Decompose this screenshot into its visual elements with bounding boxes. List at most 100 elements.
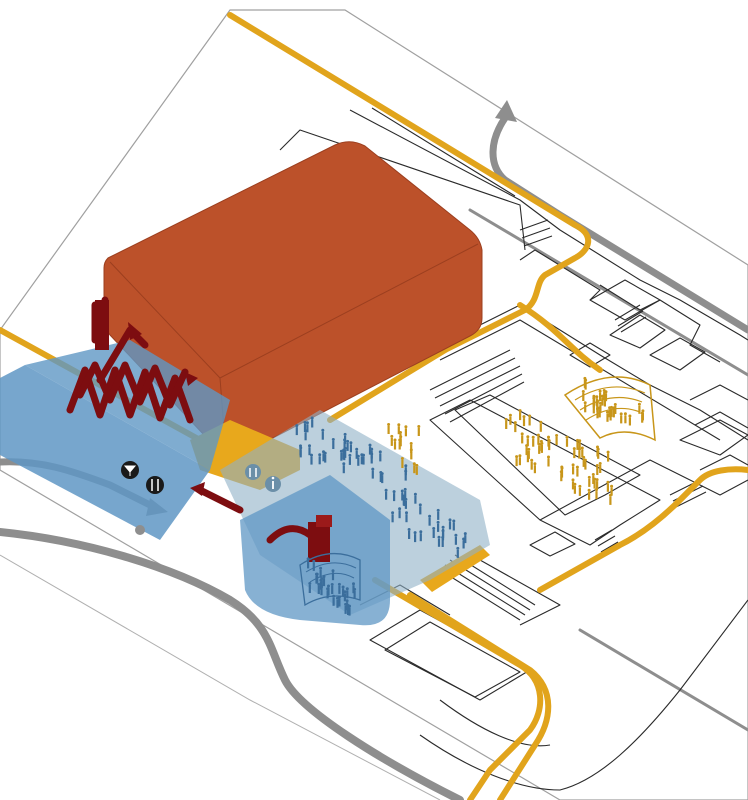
crowd-figure [317, 586, 320, 594]
crowd-figure [419, 533, 422, 542]
crowd-figure [592, 476, 595, 484]
crowd-figure-head [583, 376, 587, 380]
crowd-figure-head [587, 475, 591, 479]
crowd-figure [584, 461, 587, 470]
crowd-figure [464, 535, 467, 544]
crowd-figure [614, 406, 617, 414]
crowd-figure [620, 415, 623, 424]
crowd-figure [519, 412, 522, 421]
bollard-marker [135, 525, 145, 535]
crowd-figure [348, 456, 351, 465]
crowd-figure [527, 450, 530, 459]
crowd-figure-head [587, 488, 591, 492]
crowd-figure [312, 562, 315, 571]
crowd-figure-head [504, 418, 508, 421]
crowd-figure-head [456, 546, 460, 550]
crowd-figure [303, 424, 307, 432]
crowd-figure [448, 521, 452, 530]
crowd-figure-head [610, 484, 614, 488]
crowd-figure-head [362, 453, 365, 457]
crowd-figure-head [352, 582, 355, 586]
crowd-figure-head [608, 406, 612, 410]
crowd-figure [390, 437, 393, 446]
crowd-figure-head [452, 519, 456, 523]
crowd-figure-head [370, 447, 374, 451]
crowd-figure [607, 453, 610, 462]
crowd-figure [581, 449, 584, 458]
crowd-figure-head [370, 452, 374, 456]
crowd-figure [441, 539, 444, 547]
crowd-figure-head [531, 435, 535, 439]
crowd-figure [338, 598, 341, 607]
crowd-figure [393, 441, 397, 450]
crowd-figure-head [593, 477, 597, 481]
crowd-figure-head [436, 508, 440, 512]
crowd-figure-head [321, 428, 325, 432]
crowd-figure-head [312, 559, 316, 563]
crowd-figure [599, 392, 602, 401]
crowd-figure-head [387, 423, 391, 426]
crowd-figure [342, 588, 345, 597]
crowd-figure [299, 449, 302, 458]
crowd-figure-head [578, 439, 582, 443]
crowd-figure-head [623, 412, 627, 416]
crowd-figure-head [320, 577, 324, 581]
crowd-figure [387, 426, 390, 434]
crowd-figure-head [640, 411, 644, 415]
crowd-figure [413, 465, 416, 474]
crowd-figure-head [598, 401, 602, 405]
crowd-figure [592, 405, 595, 414]
crowd-figure-head [575, 465, 579, 469]
crowd-figure [606, 413, 609, 422]
crowd-figure-head [539, 439, 543, 443]
crowd-figure-head [391, 511, 395, 515]
crowd-figure-head [371, 467, 375, 471]
crowd-figure-head [399, 435, 403, 439]
crowd-figure-head [415, 463, 419, 467]
crowd-figure-head [595, 395, 599, 399]
crowd-figure [368, 446, 372, 455]
crowd-figure [576, 441, 579, 450]
site-boundary [0, 9, 748, 800]
crowd-figure [452, 522, 455, 531]
crowd-figure [415, 466, 418, 475]
crowd-figure [456, 549, 459, 558]
crowd-figure-head [515, 455, 519, 459]
crowd-figure [606, 483, 609, 492]
building-linework [279, 107, 748, 791]
crowd-figure [576, 468, 579, 477]
crowd-figure [318, 456, 321, 465]
crowd-figure-head [341, 585, 345, 589]
crowd-figure-head [327, 584, 330, 588]
crowd-figure [343, 441, 346, 450]
crowd-figure-head [310, 416, 314, 420]
crowd-figure-head [463, 532, 467, 536]
crowd-figure-head [346, 439, 350, 443]
crowd-figure-head [378, 450, 382, 454]
crowd-figure-head [598, 389, 602, 393]
crowd-figure [624, 415, 627, 424]
crowd-figure-head [368, 443, 372, 447]
crowd-figure [437, 511, 440, 520]
crowd-figure [357, 457, 360, 466]
crowd-figure [514, 424, 517, 433]
crowd-figure-head [405, 511, 408, 515]
crowd-figure-head [578, 484, 582, 488]
crowd-figure-head [533, 462, 537, 466]
road-arrow-north [495, 100, 517, 122]
crowd-figure [371, 470, 374, 479]
crowd-figure-head [528, 414, 532, 418]
crowd-figure-head [299, 446, 303, 450]
crowd-figure [596, 448, 599, 457]
crowd-figure [454, 536, 457, 545]
crowd-figure-head [441, 525, 445, 529]
crowd-figure-head [572, 447, 576, 451]
crowd-figure [399, 438, 402, 447]
crowd-figure [319, 569, 322, 578]
crowd-figure [393, 493, 396, 502]
crowd-figure-head [598, 462, 602, 465]
crowd-figure-head [397, 423, 401, 427]
crowd-figure-head [319, 566, 323, 570]
crowd-figure [593, 480, 596, 489]
crowd-figure-head [379, 471, 383, 474]
